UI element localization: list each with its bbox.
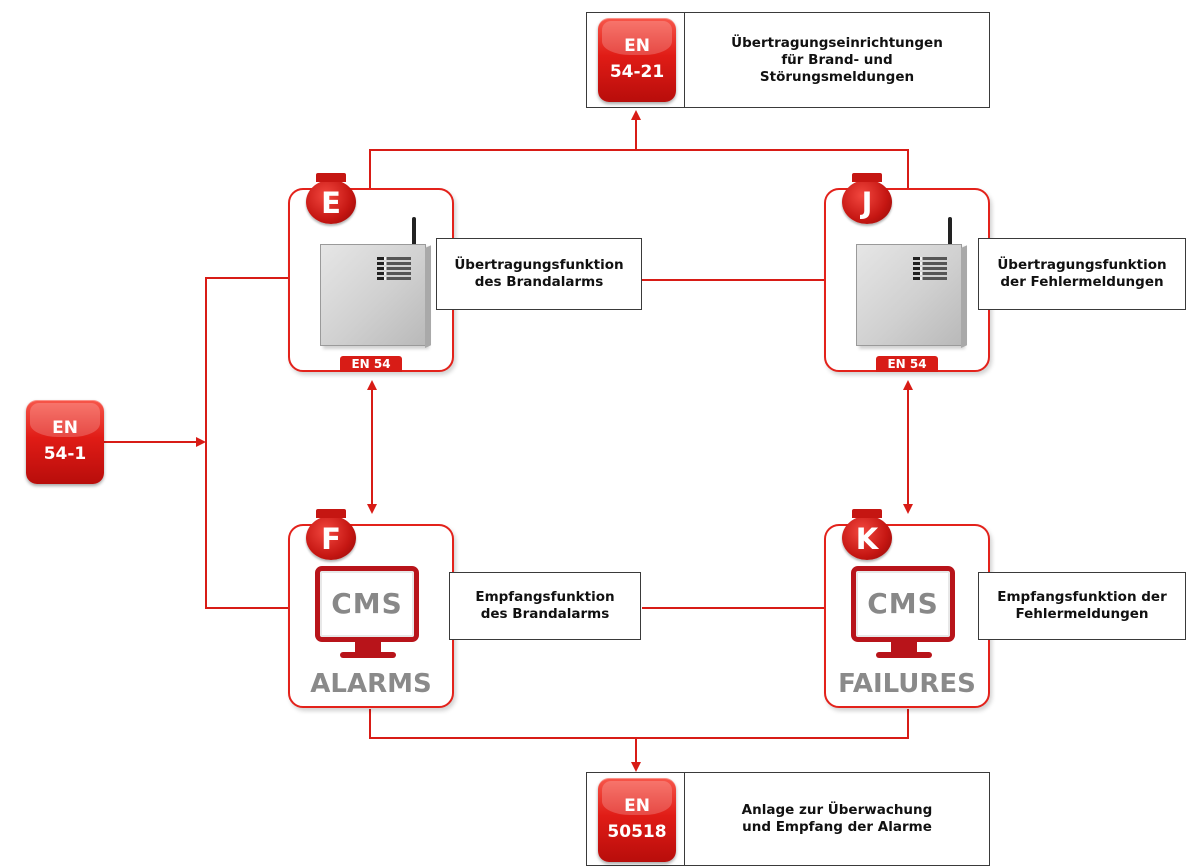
panel-cabinet (856, 244, 967, 348)
badge-en54-1-line2: 54-1 (43, 444, 87, 464)
monitoring-center-text: Anlage zur Überwachung und Empfang der A… (741, 802, 933, 835)
monitor-stand (891, 642, 917, 654)
letter-badge-k: K (842, 509, 892, 560)
antenna-icon (948, 217, 952, 247)
box-divider (684, 13, 685, 107)
alarms-label: ALARMS (310, 669, 432, 699)
badge-en54-21: EN 54-21 (598, 18, 676, 102)
card-k-failure-receiver: K CMS FAILURES (824, 509, 990, 708)
monitor-screen-text: CMS (867, 587, 939, 620)
monitor-screen-text: CMS (331, 587, 403, 620)
control-panel-image (848, 212, 968, 348)
panel-cabinet (320, 244, 431, 348)
letter-badge-f: F (306, 509, 356, 560)
control-panel-image (312, 212, 432, 348)
badge-en54-21-line2: 54-21 (609, 62, 665, 82)
box-divider (684, 773, 685, 865)
letter-badge-j: J (842, 173, 892, 224)
label-j-function: Übertragungsfunktion der Fehlermeldungen (978, 238, 1186, 310)
monitor-base (340, 652, 396, 658)
card-e-alarm-transmitter: E EN 54 (288, 173, 454, 372)
badge-en54-21-line1: EN (624, 36, 650, 56)
badge-en50518-line2: 50518 (607, 822, 667, 842)
line-bottom-bus (369, 709, 909, 739)
badge-en54-1: EN 54-1 (26, 400, 104, 484)
monitor-base (876, 652, 932, 658)
monitor-icon: CMS (851, 566, 955, 642)
label-k-function: Empfangsfunktion der Fehlermeldungen (978, 572, 1186, 640)
badge-en54-1-line1: EN (52, 418, 78, 438)
card-f-alarm-receiver: F CMS ALARMS (288, 509, 454, 708)
failures-label: FAILURES (838, 669, 976, 699)
line-left-bus (205, 277, 288, 609)
label-e-function: Übertragungsfunktion des Brandalarms (436, 238, 642, 310)
transmission-equipment-text: Übertragungseinrichtungen für Brand- und… (731, 34, 943, 85)
label-f-function: Empfangsfunktion des Brandalarms (449, 572, 641, 640)
en54-tag: EN 54 (876, 356, 938, 372)
antenna-icon (412, 217, 416, 247)
panel-leds (913, 257, 947, 282)
letter-badge-e: E (306, 173, 356, 224)
badge-en50518-line1: EN (624, 796, 650, 816)
card-j-failure-transmitter: J EN 54 (824, 173, 990, 372)
panel-leds (377, 257, 411, 282)
badge-en50518: EN 50518 (598, 778, 676, 862)
line-e-to-top-bus (369, 149, 909, 190)
monitor-stand (355, 642, 381, 654)
en54-tag: EN 54 (340, 356, 402, 372)
monitor-icon: CMS (315, 566, 419, 642)
